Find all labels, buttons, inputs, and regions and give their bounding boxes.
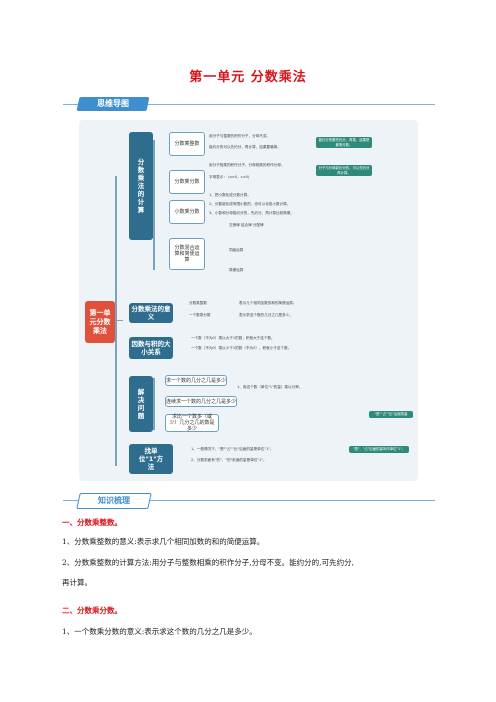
page-title: 第一单元 分数乘法 bbox=[189, 70, 307, 85]
leaf-text: 1、一般情况下，"是""占""比"后面的量是单位"1"。 bbox=[191, 447, 274, 451]
sub-problem-2: 连续求一个数的几分之几是多少 bbox=[165, 396, 237, 407]
leaf-text: 简便运算 bbox=[229, 268, 244, 272]
header-divider bbox=[63, 104, 435, 105]
branch-unit-one: 找单位"1"方法 bbox=[129, 444, 173, 474]
branch-factor-product: 因数与积的大小关系 bbox=[129, 337, 173, 359]
leaf-text: 表示求这个数的几分之几是多少。 bbox=[239, 313, 293, 317]
root-connector-h bbox=[115, 320, 123, 321]
paragraph-line: 2、分数乘整数的计算方法:用分子与整数相乘的积作分子,分母不变。能约分的,可先约… bbox=[62, 558, 354, 567]
leaf-text: 1、用这个数（单位"1"的量）乘以分率。 bbox=[237, 385, 303, 389]
leaf-text: 用分子与整数的积作分子，分母不变。 bbox=[209, 134, 271, 138]
section-2: 二、分数乘分数。 1、一个数乘分数的意义:表示求这个数的几分之几是多少。 bbox=[62, 605, 442, 637]
paragraph-line: 1、分数乘整数的意义:表示求几个相同加数的和的简便运算。 bbox=[62, 537, 265, 546]
mindmap-panel: 第一单元分数乘法 分数乘法的计算 分数乘整数 用分子与整数的积作分子，分母不变。… bbox=[79, 120, 418, 481]
leaf-text: 一个数（不为0）乘以大于1的数，积就大于这个数。 bbox=[191, 336, 275, 340]
note-box: 能约分的要先约分，再乘，结果是最简分数。 bbox=[316, 137, 372, 148]
leaf-text: 2、分数前面有"的"，"的"前面的量是单位"1"。 bbox=[191, 458, 267, 462]
branch-meaning: 分数乘法的意义 bbox=[129, 303, 173, 323]
sub-problem-1: 求一个数的几分之几是多少 bbox=[165, 375, 227, 386]
leaf-text: 一个数乘分数 bbox=[189, 313, 211, 317]
sub-mixed-operations: 分数混合运算和简便运算 bbox=[169, 238, 205, 270]
branch-calc-connector bbox=[153, 140, 155, 270]
branch-problem-connector bbox=[153, 378, 155, 430]
leaf-text: 一个数（不为0）乘以小于1的数（不为0），积就小于这个数。 bbox=[191, 346, 292, 350]
mindmap-header-badge: 思维导图 bbox=[76, 97, 150, 111]
sub-fraction-times-integer: 分数乘整数 bbox=[169, 132, 205, 156]
leaf-text: 1、把小数化成分数计算。 bbox=[209, 193, 251, 197]
note-box: "是""占""比"后面的量 bbox=[369, 411, 413, 418]
paragraph-line: 再计算。 bbox=[62, 578, 92, 587]
branch-problem-solving: 解决问题 bbox=[129, 376, 153, 432]
sub-fraction-times-fraction: 分数乘分数 bbox=[169, 170, 205, 194]
section-1: 一、分数乘整数。 1、分数乘整数的意义:表示求几个相同加数的和的简便运算。 2、… bbox=[62, 517, 442, 588]
section-heading: 一、分数乘整数。 bbox=[62, 518, 122, 527]
leaf-text: 分数乘整数 bbox=[189, 301, 207, 305]
root-connector bbox=[115, 176, 117, 466]
leaf-text: 字母表示： (a≠0，c≠0) bbox=[209, 175, 250, 179]
sub-decimal-times-fraction: 小数乘分数 bbox=[169, 200, 205, 224]
knowledge-header-badge: 知识梳理 bbox=[76, 493, 152, 509]
note-box: "是"、"占"后面的量叫作单位"1"。 bbox=[349, 446, 409, 453]
note-box: 分子与分母能约分的，可以先约分再计算。 bbox=[316, 165, 372, 176]
header-divider bbox=[63, 500, 435, 501]
leaf-text: 交换律 结合律 分配律 bbox=[229, 223, 264, 227]
section-heading: 二、分数乘分数。 bbox=[62, 606, 122, 615]
leaf-text: 3、小数和分母能约分的，先约分，再计算比较简便。 bbox=[209, 211, 294, 215]
leaf-text: 同级运算 bbox=[229, 248, 244, 252]
mindmap-root: 第一单元分数乘法 bbox=[85, 301, 115, 343]
leaf-text: 用分子相乘的积作分子，分母相乘的积作分母。 bbox=[209, 163, 285, 167]
sub-problem-3: 求比一个数多（或少）几分之几的数是多少 bbox=[165, 414, 219, 432]
branch-calculation: 分数乘法的计算 bbox=[129, 132, 153, 240]
leaf-text: 能约分的可以先约分，再计算，结果要最简。 bbox=[209, 145, 281, 149]
leaf-text: 2、分数能化成有限小数的，也可以化成小数计算。 bbox=[209, 202, 291, 206]
paragraph-line: 1、一个数乘分数的意义:表示求这个数的几分之几是多少。 bbox=[62, 627, 257, 636]
leaf-text: 表示几个相同加数的和的简便运算。 bbox=[239, 301, 297, 305]
